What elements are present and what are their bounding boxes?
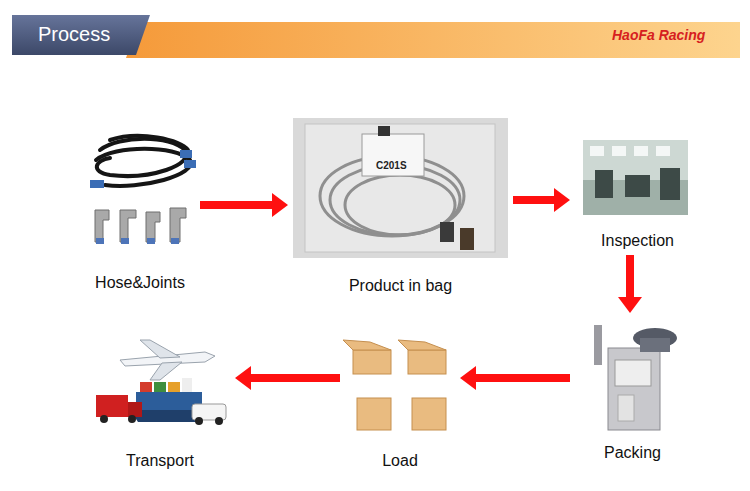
brand-logo: HaoFa Racing	[612, 27, 705, 43]
step-caption: Load	[382, 451, 418, 470]
flow-arrow	[200, 193, 288, 217]
step-caption: Hose&Joints	[95, 273, 185, 292]
step-caption: Packing	[604, 443, 661, 462]
bag-tag: C201S	[376, 160, 407, 171]
flow-arrow	[460, 366, 570, 390]
process-step: Packing	[575, 318, 690, 462]
process-step: Product in bag	[293, 118, 508, 295]
flow-arrow	[618, 255, 642, 313]
flow-arrow	[235, 366, 340, 390]
flow-arrow	[513, 188, 570, 212]
process-step: Transport	[90, 335, 230, 470]
step-caption: Transport	[126, 451, 194, 470]
step-caption: Product in bag	[349, 276, 452, 295]
step-caption: Inspection	[601, 231, 674, 250]
process-step: Load	[345, 340, 455, 470]
section-title: Process	[38, 23, 110, 46]
process-step: Hose&Joints	[85, 130, 195, 292]
process-step: Inspection	[575, 140, 700, 250]
